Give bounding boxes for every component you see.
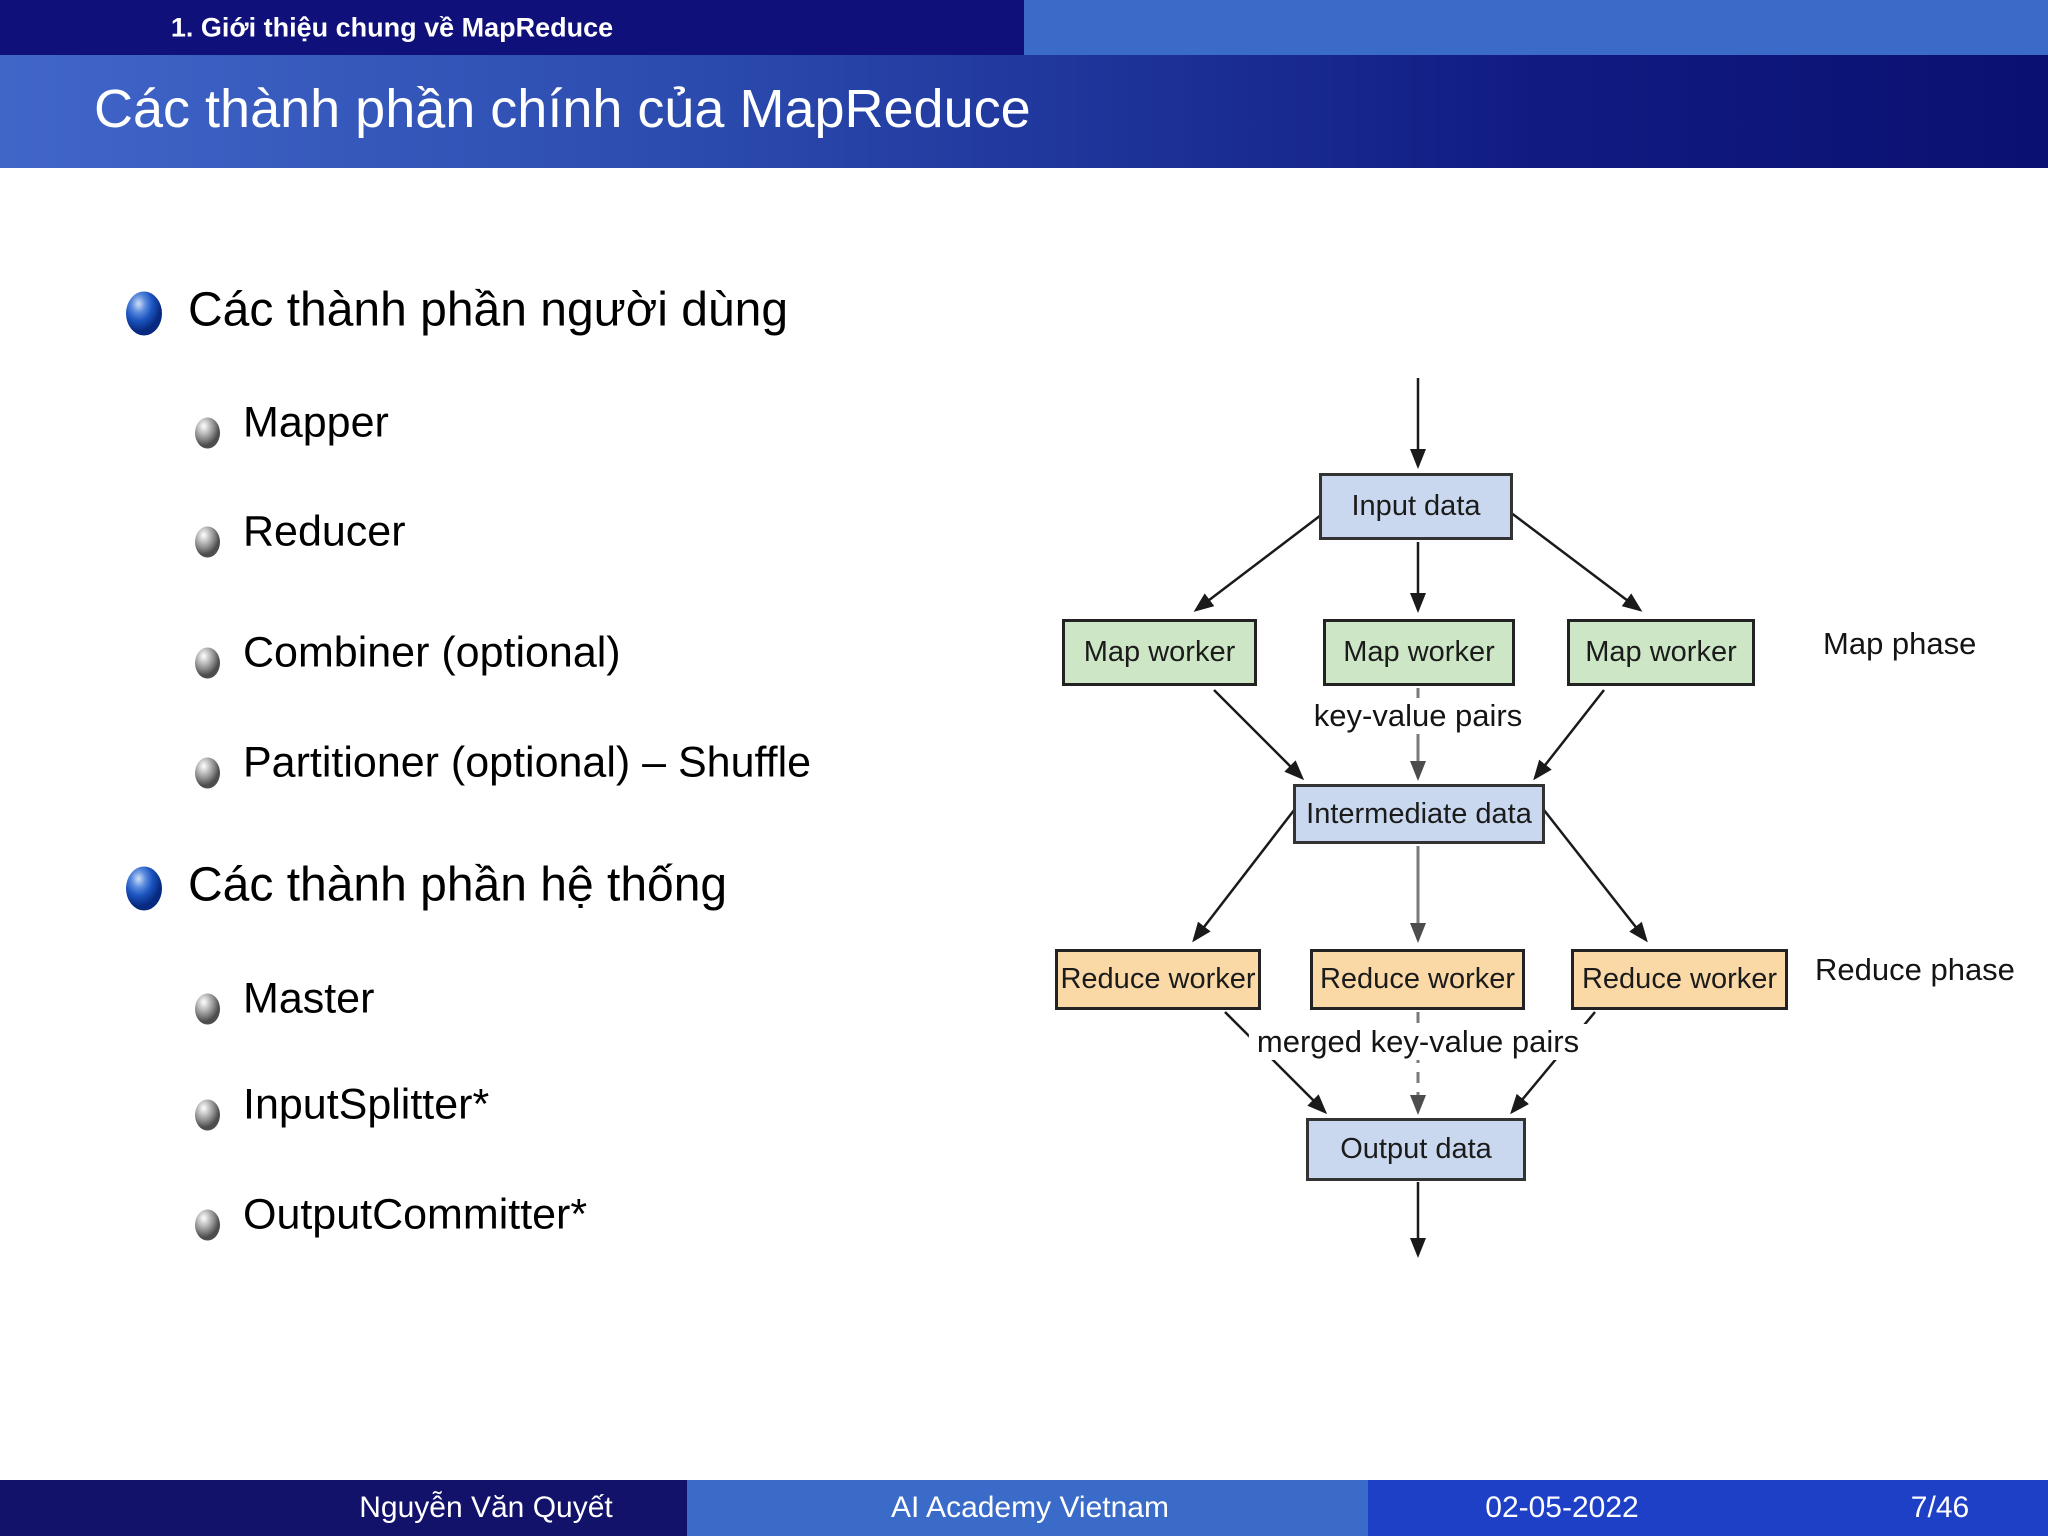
node-reduce-worker-2: Reduce worker xyxy=(1310,949,1525,1010)
footer-author: Nguyễn Văn Quyết xyxy=(359,1491,613,1524)
node-map-worker-2: Map worker xyxy=(1323,619,1515,686)
reduce-phase-label: Reduce phase xyxy=(1815,952,2015,987)
list-item-master: Master xyxy=(195,974,374,1025)
gray-sphere-bullet-icon xyxy=(195,1209,220,1241)
node-reduce-worker-1: Reduce worker xyxy=(1055,949,1261,1010)
list-item-label: Reducer xyxy=(243,507,406,556)
node-reduce-worker-3: Reduce worker xyxy=(1571,949,1788,1010)
list-item-label: Master xyxy=(243,974,375,1023)
node-intermediate-data: Intermediate data xyxy=(1293,784,1545,844)
section-2-title: Các thành phần hệ thống xyxy=(188,858,728,912)
mapreduce-flow-diagram: key-value pairs merged key-value pairs M… xyxy=(1040,280,2048,1310)
key-value-pairs-label: key-value pairs xyxy=(1305,698,1531,734)
bullet-section-1: Các thành phần người dùng xyxy=(126,283,788,338)
gray-sphere-bullet-icon xyxy=(195,417,220,449)
footer-date: 02-05-2022 xyxy=(1485,1491,1639,1524)
gray-sphere-bullet-icon xyxy=(195,647,220,679)
section-title: 1. Giới thiệu chung về MapReduce xyxy=(170,12,614,42)
blue-sphere-bullet-icon xyxy=(126,291,162,335)
node-map-worker-1: Map worker xyxy=(1062,619,1257,686)
footer-organization-segment xyxy=(687,1480,1368,1536)
footer-date-page-segment xyxy=(1368,1480,2048,1536)
blue-sphere-bullet-icon xyxy=(126,866,162,910)
list-item-partitioner: Partitioner (optional) – Shuffle xyxy=(195,738,811,789)
list-item-label: Mapper xyxy=(243,398,389,447)
section-1-title: Các thành phần người dùng xyxy=(188,283,789,337)
header-accent-block xyxy=(1024,0,2048,55)
footer-page-number: 7/46 xyxy=(1910,1491,1970,1524)
list-item-reducer: Reducer xyxy=(195,507,406,558)
footer-organization: AI Academy Vietnam xyxy=(891,1491,1169,1524)
list-item-label: OutputCommitter* xyxy=(243,1190,588,1239)
list-item-mapper: Mapper xyxy=(195,398,389,449)
section-header-bar: 1. Giới thiệu chung về MapReduce xyxy=(0,0,1024,55)
list-item-inputsplitter: InputSplitter* xyxy=(195,1080,489,1131)
list-item-combiner: Combiner (optional) xyxy=(195,628,621,679)
gray-sphere-bullet-icon xyxy=(195,757,220,789)
gray-sphere-bullet-icon xyxy=(195,1099,220,1131)
node-map-worker-3: Map worker xyxy=(1567,619,1755,686)
bullet-section-2: Các thành phần hệ thống xyxy=(126,858,727,913)
list-item-label: Partitioner (optional) – Shuffle xyxy=(243,738,812,787)
merged-key-value-pairs-label: merged key-value pairs xyxy=(1248,1024,1588,1060)
slide-title: Các thành phần chính của MapReduce xyxy=(94,78,1031,139)
map-phase-label: Map phase xyxy=(1823,626,1977,661)
footer-author-segment xyxy=(0,1480,687,1536)
slide-title-bar: Các thành phần chính của MapReduce xyxy=(0,55,2048,168)
list-item-outputcommitter: OutputCommitter* xyxy=(195,1190,587,1241)
list-item-label: InputSplitter* xyxy=(243,1080,490,1129)
node-input-data: Input data xyxy=(1319,473,1513,540)
list-item-label: Combiner (optional) xyxy=(243,628,621,677)
gray-sphere-bullet-icon xyxy=(195,526,220,558)
gray-sphere-bullet-icon xyxy=(195,993,220,1025)
node-output-data: Output data xyxy=(1306,1118,1526,1181)
